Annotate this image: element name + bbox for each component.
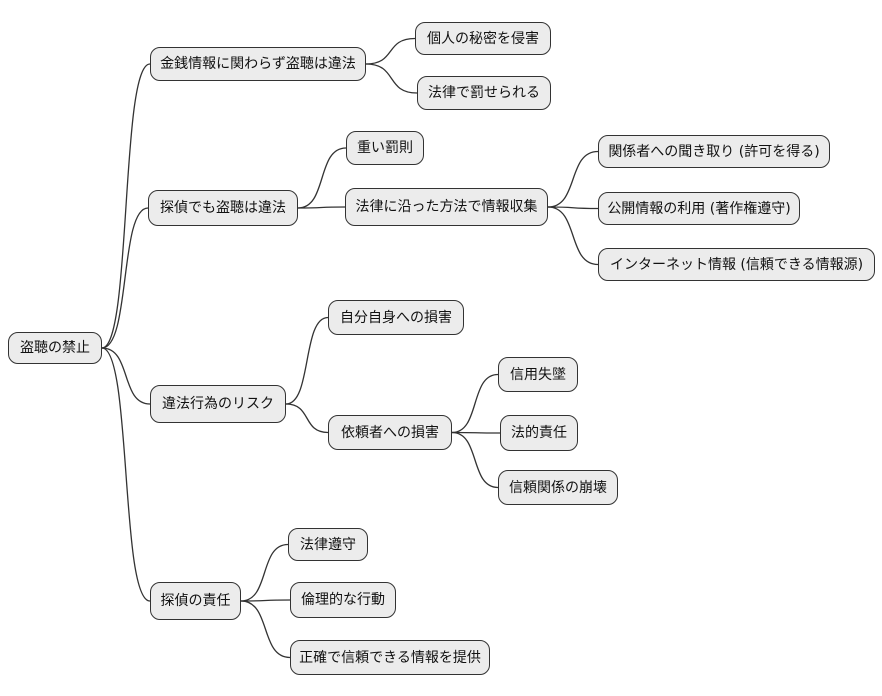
mindmap-node-label: 探偵でも盗聴は違法 (160, 200, 286, 216)
mindmap-node-b4: 探偵の責任 (150, 582, 241, 620)
mindmap-node-label: 探偵の責任 (160, 593, 231, 609)
mindmap-edge (240, 543, 289, 602)
mindmap-edge (297, 147, 347, 209)
mindmap-edge (547, 150, 599, 208)
mindmap-node-b4c3: 正確で信頼できる情報を提供 (290, 640, 490, 675)
mindmap-node-label: 法律遵守 (300, 536, 356, 553)
mindmap-node-b4c1: 法律遵守 (288, 528, 368, 561)
mindmap-node-label: 盗聴の禁止 (20, 340, 90, 356)
mindmap-edge (365, 63, 418, 94)
mindmap-node-label: 自分自身への損害 (340, 309, 452, 326)
mindmap-edge (101, 347, 151, 602)
mindmap-node-label: 依頼者への損害 (341, 424, 439, 441)
mindmap-node-b2c2: 法律に沿った方法で情報収集 (345, 188, 548, 226)
mindmap-node-b2c2g2: 公開情報の利用 (著作権遵守) (598, 192, 800, 225)
mindmap-edge (240, 600, 291, 659)
mindmap-node-b3c2g1: 信用失墜 (498, 357, 578, 392)
mindmap-edge (547, 206, 599, 266)
mindmap-node-b1c2: 法律で罰せられる (417, 76, 551, 110)
mindmap-node-b4c2: 倫理的な行動 (290, 582, 396, 618)
mindmap-edge (240, 599, 291, 602)
mindmap-node-b3: 違法行為のリスク (150, 385, 286, 423)
mindmap-node-b3c1: 自分自身への損害 (328, 300, 464, 335)
mindmap-node-label: 法的責任 (511, 425, 567, 441)
mindmap-edge (451, 431, 499, 489)
mindmap-edge (101, 63, 151, 349)
mindmap-edge (297, 206, 346, 209)
mindmap-node-label: 関係者への聞き取り (許可を得る) (608, 143, 820, 160)
mindmap-node-b2c1: 重い罰則 (346, 131, 424, 165)
mindmap-node-label: 信頼関係の崩壊 (509, 479, 607, 496)
mindmap-node-label: 法律で罰せられる (428, 85, 540, 101)
mindmap-edge (101, 347, 151, 405)
mindmap-node-b3c2g3: 信頼関係の崩壊 (498, 470, 618, 505)
mindmap-node-label: 信用失墜 (510, 366, 566, 383)
mindmap-edge (285, 403, 329, 434)
mindmap-node-label: 重い罰則 (357, 140, 413, 156)
mindmap-node-label: 法律に沿った方法で情報収集 (355, 199, 538, 215)
mindmap-node-b1c1: 個人の秘密を侵害 (415, 22, 551, 55)
mindmap-node-b3c2: 依頼者への損害 (328, 415, 452, 450)
mindmap-node-label: 正確で信頼できる情報を提供 (299, 649, 481, 666)
mindmap-node-label: 倫理的な行動 (301, 592, 385, 608)
mindmap-edge (365, 37, 416, 65)
mindmap-node-label: 金銭情報に関わらず盗聴は違法 (160, 56, 356, 72)
mindmap-node-b2c2g3: インターネット情報 (信頼できる情報源) (598, 248, 875, 281)
mindmap-node-label: 個人の秘密を侵害 (427, 30, 539, 47)
mindmap-node-root: 盗聴の禁止 (8, 332, 102, 364)
mindmap-edge (547, 206, 599, 210)
mindmap-node-label: インターネット情報 (信頼できる情報源) (609, 256, 864, 273)
mindmap-edge (451, 431, 501, 434)
mindmap-node-b2c2g1: 関係者への聞き取り (許可を得る) (598, 135, 830, 168)
mindmap-node-b3c2g2: 法的責任 (500, 415, 578, 451)
mindmap-node-label: 違法行為のリスク (162, 396, 274, 412)
mindmap-edge (285, 316, 329, 405)
mindmap-node-b2: 探偵でも盗聴は違法 (148, 190, 298, 226)
mindmap-node-label: 公開情報の利用 (著作権遵守) (607, 200, 791, 217)
mindmap-edge (101, 207, 149, 349)
mindmap-node-b1: 金銭情報に関わらず盗聴は違法 (150, 47, 366, 81)
mindmap-edge (451, 373, 499, 434)
